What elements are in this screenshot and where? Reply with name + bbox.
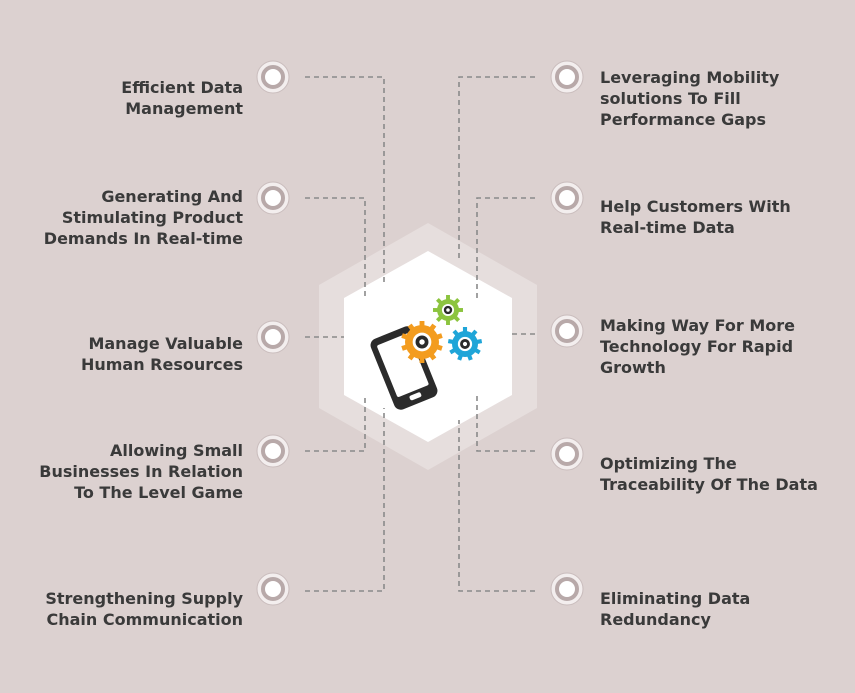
connector-line — [476, 197, 535, 298]
node-circles — [256, 60, 584, 606]
node-circle — [550, 181, 584, 215]
right-item-1-line: solutions To Fill — [600, 89, 741, 108]
connector-lines — [305, 76, 535, 592]
connector-line — [305, 395, 366, 452]
left-item-5-line: Chain Communication — [46, 610, 243, 629]
right-item-4-line: Optimizing The — [600, 454, 737, 473]
left-item-3-line: Manage Valuable — [88, 334, 243, 353]
right-item-1-line: Performance Gaps — [600, 110, 766, 129]
left-item-2-line: Stimulating Product — [61, 208, 243, 227]
left-item-1-line: Efficient Data — [121, 78, 243, 97]
right-item-1-line: Leveraging Mobility — [600, 68, 780, 87]
node-circle — [256, 320, 290, 354]
node-circle — [550, 60, 584, 94]
node-circle — [550, 572, 584, 606]
node-circle — [256, 181, 290, 215]
left-item-4-line: Businesses In Relation — [39, 462, 243, 481]
connector-line — [458, 420, 535, 592]
left-item-5-line: Strengthening Supply — [45, 589, 243, 608]
node-circle — [550, 314, 584, 348]
right-item-5-line: Redundancy — [600, 610, 711, 629]
left-item-2-line: Demands In Real-time — [43, 229, 243, 248]
phone-screen — [377, 333, 429, 397]
connector-line — [305, 408, 385, 592]
node-circle — [256, 434, 290, 468]
gear-blue-icon — [447, 327, 483, 361]
node-circle — [256, 60, 290, 94]
right-item-5-line: Eliminating Data — [600, 589, 751, 608]
node-circle — [550, 437, 584, 471]
left-item-3-line: Human Resources — [80, 355, 243, 374]
right-item-3-line: Technology For Rapid — [600, 337, 794, 356]
right-item-3-line: Growth — [600, 358, 666, 377]
gear-orange-icon — [401, 321, 443, 363]
connector-line — [305, 197, 366, 298]
phone-button — [409, 392, 422, 401]
right-item-4-line: Traceability Of The Data — [600, 475, 818, 494]
left-item-1-line: Management — [125, 99, 243, 118]
mobile-gears-icon — [370, 295, 483, 410]
right-item-3-line: Making Way For More — [600, 316, 796, 335]
connector-line — [476, 395, 535, 452]
right-item-2-line: Help Customers With — [600, 197, 791, 216]
connector-line — [458, 76, 535, 260]
right-item-2-line: Real-time Data — [600, 218, 735, 237]
left-item-2-line: Generating And — [101, 187, 243, 206]
left-item-4-line: To The Level Game — [74, 483, 243, 502]
left-item-4-line: Allowing Small — [110, 441, 243, 460]
gear-green-icon — [433, 295, 463, 325]
node-circle — [256, 572, 290, 606]
connector-line — [305, 76, 385, 285]
